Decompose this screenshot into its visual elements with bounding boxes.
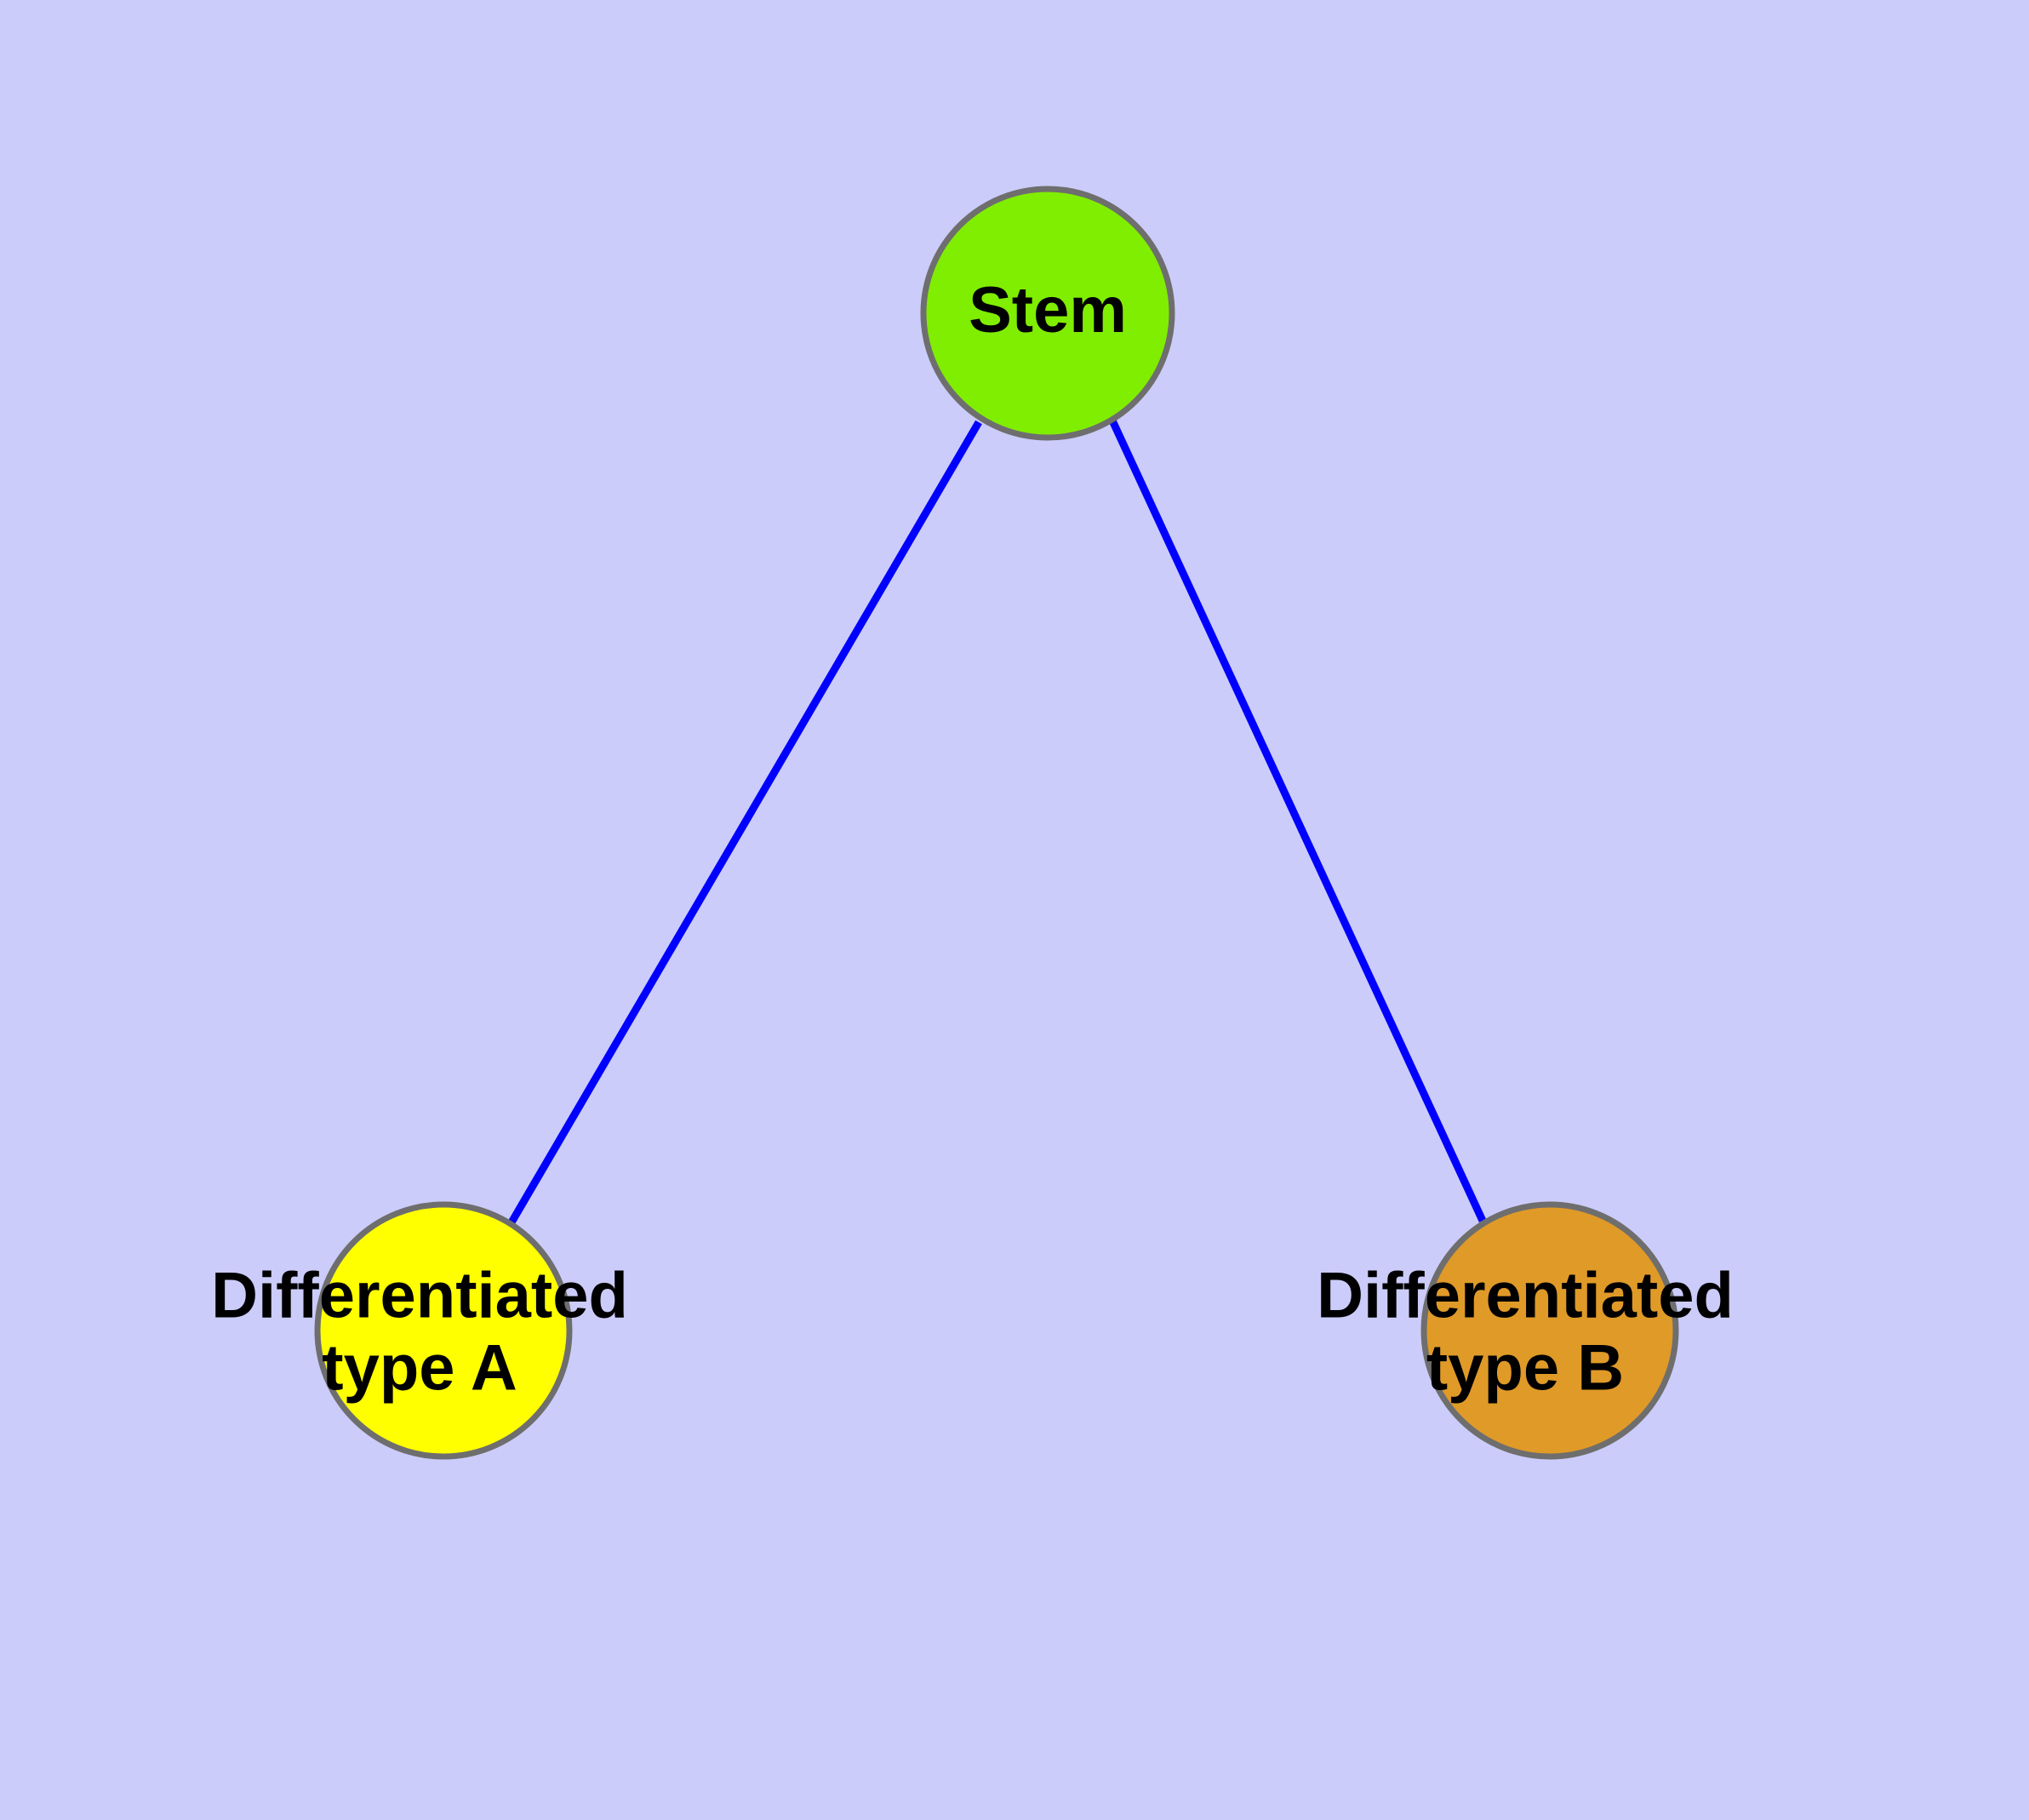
node-circle-diff-b[interactable] [1420, 1201, 1679, 1460]
node-circle-diff-a[interactable] [314, 1201, 573, 1460]
node-diff-a[interactable] [314, 1201, 573, 1460]
node-label-stem: Stem [969, 274, 1127, 346]
node-diff-b[interactable] [1420, 1201, 1679, 1460]
node-label-line: Differentiated [211, 1260, 628, 1332]
node-label-line: type A [322, 1332, 517, 1405]
edge-layer [508, 419, 1487, 1225]
node-stem[interactable] [920, 186, 1175, 441]
node-circle-stem[interactable] [920, 186, 1175, 441]
edge-stem-to-diff-b[interactable] [1108, 419, 1487, 1222]
node-layer [314, 186, 1679, 1460]
node-label-line: type B [1426, 1332, 1624, 1405]
node-label-line: Stem [969, 274, 1127, 346]
edge-stem-to-diff-a[interactable] [508, 420, 982, 1225]
node-label-line: Differentiated [1317, 1260, 1734, 1332]
